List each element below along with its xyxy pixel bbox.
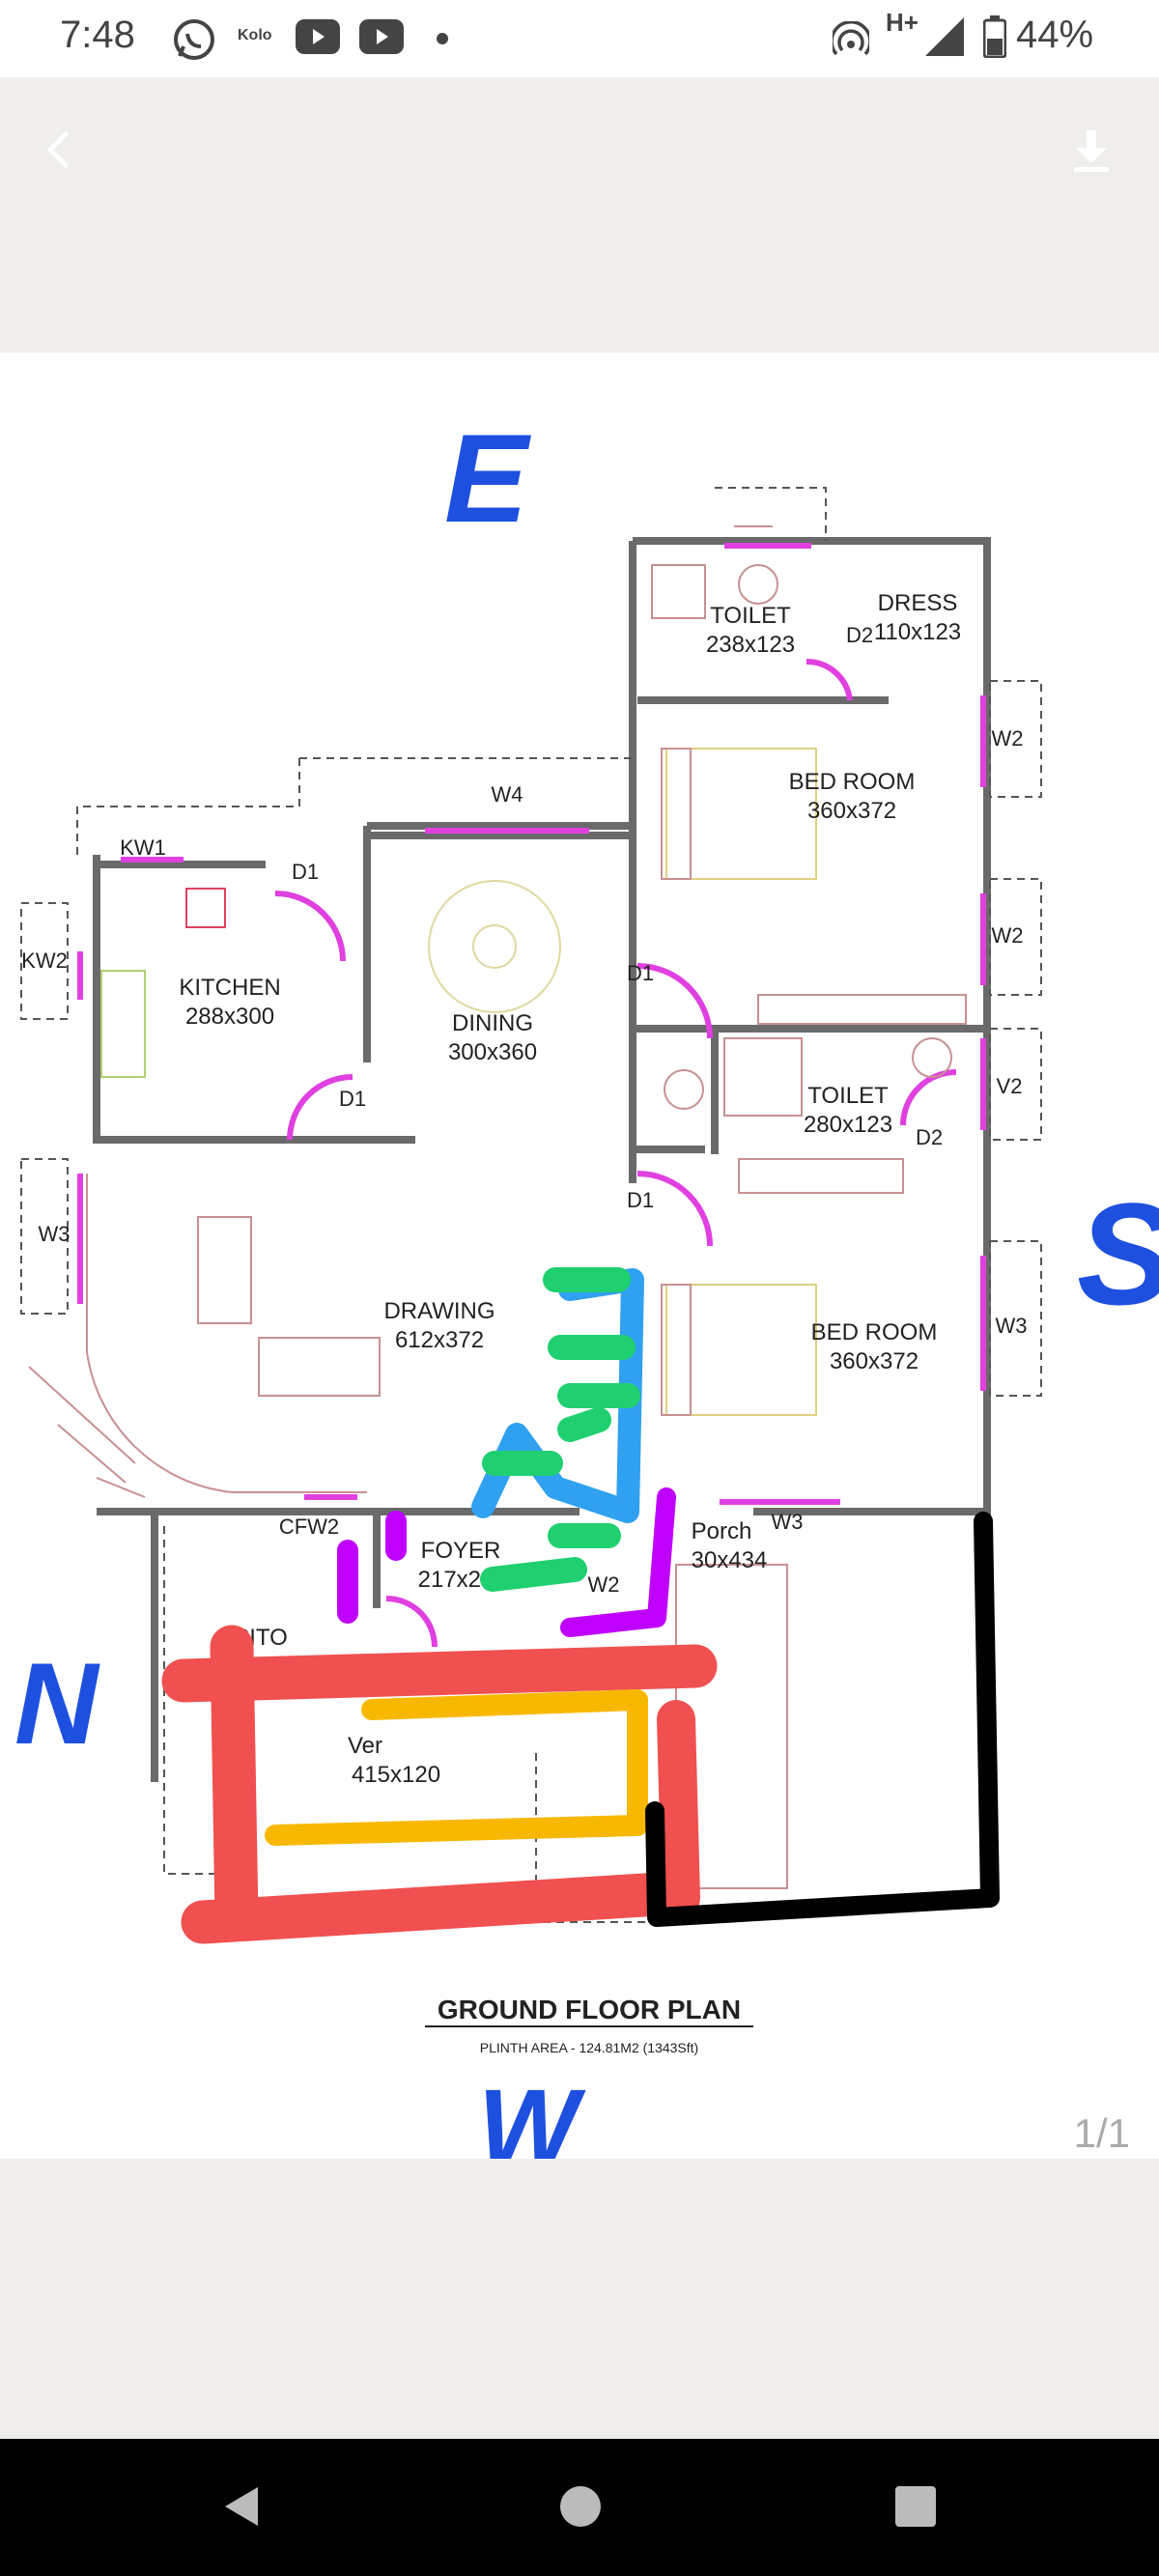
youtube-icon <box>296 19 340 59</box>
plan-walls <box>93 537 991 1782</box>
room-name: TOILET <box>710 603 791 629</box>
room-name: BED ROOM <box>811 1319 938 1345</box>
room-size: 30x434 <box>692 1547 768 1573</box>
download-button[interactable] <box>1062 121 1120 179</box>
marker-annotations <box>161 1267 1000 1944</box>
room-size: 288x300 <box>185 1004 274 1030</box>
opening-label: KW2 <box>21 948 68 973</box>
floor-plan-image: TOILET 238x123 DRESS 110x123 BED ROOM 36… <box>14 408 1159 2187</box>
opening-label: W3 <box>996 1314 1028 1338</box>
signal-icon <box>925 17 964 61</box>
back-arrow-icon <box>46 131 69 168</box>
plan-furniture <box>28 525 967 1889</box>
battery-percent: 44% <box>1016 14 1094 56</box>
room-name: FOYER <box>421 1538 501 1564</box>
nav-recents-button[interactable] <box>893 2484 938 2529</box>
opening-label: W2 <box>588 1572 620 1597</box>
download-icon <box>1074 130 1109 172</box>
opening-label: CFW2 <box>279 1514 339 1539</box>
status-bar: 7:48 Kolo H+ 44% <box>0 0 1159 77</box>
room-size: 280x123 <box>804 1112 892 1138</box>
opening-label: W2 <box>992 923 1024 948</box>
plan-labels: TOILET 238x123 DRESS 110x123 BED ROOM 36… <box>21 590 1027 1788</box>
compass-north: N <box>14 1639 100 1769</box>
plan-dashed-outline <box>20 487 1042 1923</box>
plan-title: GROUND FLOOR PLAN <box>438 1995 741 2024</box>
kolo-label: Kolo <box>238 27 272 43</box>
opening-label: D1 <box>627 961 654 985</box>
system-navigation-bar <box>0 2439 1159 2576</box>
battery-icon <box>982 15 1007 63</box>
viewer-bottom-area <box>0 2159 1159 2439</box>
room-size: 238x123 <box>706 632 795 658</box>
opening-label: D2 <box>916 1125 943 1149</box>
opening-label: W3 <box>39 1222 71 1246</box>
room-size: 300x360 <box>448 1039 537 1065</box>
hotspot-icon <box>830 20 872 63</box>
back-button[interactable] <box>29 121 87 179</box>
nav-back-icon <box>225 2487 258 2526</box>
opening-label: KW1 <box>120 835 166 860</box>
room-size: 415x120 <box>352 1762 440 1788</box>
nav-back-button[interactable] <box>217 2482 266 2531</box>
page-indicator: 1/1 <box>1073 2110 1130 2156</box>
room-size: 612x372 <box>395 1327 484 1353</box>
room-name: Porch <box>692 1518 752 1544</box>
document-viewer[interactable]: TOILET 238x123 DRESS 110x123 BED ROOM 36… <box>0 353 1159 2187</box>
nav-home-icon <box>560 2486 601 2527</box>
room-size: 360x372 <box>807 798 896 824</box>
opening-label: W3 <box>772 1510 804 1534</box>
opening-label: W4 <box>492 782 523 807</box>
status-time: 7:48 <box>60 14 135 56</box>
room-name: DRAWING <box>383 1298 495 1324</box>
room-name: KITCHEN <box>179 975 280 1001</box>
opening-label: D1 <box>627 1188 654 1212</box>
viewer-toolbar <box>0 77 1159 353</box>
room-name: BED ROOM <box>789 769 916 795</box>
nav-recents-icon <box>895 2486 936 2527</box>
nav-home-button[interactable] <box>558 2484 603 2529</box>
compass-west: W <box>478 2068 586 2159</box>
dot-icon <box>437 32 448 49</box>
plan-openings <box>77 543 986 1648</box>
opening-label: D2 <box>846 623 873 647</box>
opening-label: D1 <box>292 860 319 884</box>
room-size: 110x123 <box>874 619 961 645</box>
whatsapp-icon <box>172 17 216 67</box>
opening-label: D1 <box>339 1087 366 1111</box>
network-type: H+ <box>886 8 919 37</box>
plan-subtitle: PLINTH AREA - 124.81M2 (1343Sft) <box>480 2040 698 2055</box>
room-name: DRESS <box>878 590 958 616</box>
room-name: TOILET <box>807 1083 889 1109</box>
compass-south: S <box>1077 1173 1159 1335</box>
room-name: DINING <box>452 1010 533 1036</box>
opening-label: V2 <box>997 1074 1023 1098</box>
room-name: Ver <box>348 1733 382 1759</box>
room-size: 360x372 <box>830 1348 919 1374</box>
youtube-icon <box>359 19 404 59</box>
compass-east: E <box>444 408 531 549</box>
opening-label: W2 <box>992 726 1024 750</box>
